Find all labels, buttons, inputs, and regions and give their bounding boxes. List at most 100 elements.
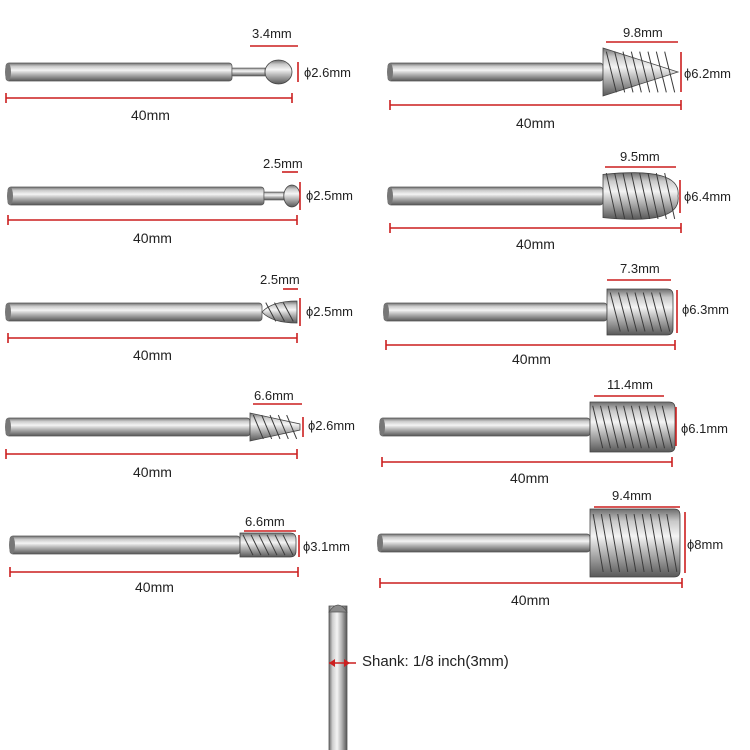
bit-5-flute [265, 302, 277, 322]
bit-2-flute [605, 51, 617, 93]
bit-8-shank [379, 417, 591, 437]
bit-1-shank-end [5, 63, 11, 81]
bit-9-flute [250, 534, 262, 556]
bit-9-diameter: ϕ3.1mm [303, 539, 351, 554]
bit-1-length: 40mm [131, 107, 170, 123]
bit-8-diameter: ϕ6.1mm [681, 421, 729, 436]
bit-8-flute [592, 405, 604, 449]
bit-3-shank-end [7, 187, 13, 205]
bit-10-flute [600, 514, 612, 572]
bit-2-dimension-marks [389, 41, 682, 110]
bit-2-flute [664, 51, 676, 93]
bit-4-flute [664, 172, 676, 220]
bit-5-flute [282, 302, 294, 322]
bit-2-flutes [605, 51, 676, 93]
bit-2-diameter: ϕ6.2mm [684, 66, 732, 81]
bit-2-flute [655, 51, 667, 93]
bit-6-length: 40mm [512, 351, 551, 367]
bit-6-flute [609, 292, 621, 332]
bit-6-head-length: 7.3mm [620, 261, 660, 276]
bit-9-flute [266, 534, 278, 556]
bit-4-length: 40mm [516, 236, 555, 252]
bit-3-dimension-marks [7, 171, 301, 225]
bit-9-flute [282, 534, 294, 556]
bit-10-length: 40mm [511, 592, 550, 608]
bit-8-flute [607, 405, 619, 449]
bit-10-flute [658, 514, 670, 572]
bit-6-shank-end [383, 303, 389, 321]
bit-4-flute [630, 172, 642, 220]
bit-8-head [589, 401, 676, 453]
bit-10 [377, 508, 681, 578]
bit-2-shank-end [387, 63, 393, 81]
bit-7-flute [269, 414, 281, 440]
bit-10-flute [649, 514, 661, 572]
bit-10-shank [377, 533, 591, 553]
bit-8-flute [654, 405, 666, 449]
bit-7-diameter: ϕ2.6mm [308, 418, 356, 433]
bit-2-head-length: 9.8mm [623, 25, 663, 40]
bit-8-flute [615, 405, 627, 449]
bit-8-flute [623, 405, 635, 449]
bit-3-length: 40mm [133, 230, 172, 246]
bit-4-flute [614, 172, 626, 220]
bit-8-flute [630, 405, 642, 449]
vertical-shank [328, 604, 348, 750]
bit-1-shank [5, 62, 233, 82]
bit-4-flute [655, 172, 667, 220]
bit-4-diameter: ϕ6.4mm [684, 189, 732, 204]
bit-1 [5, 59, 293, 85]
bit-9-head [239, 532, 297, 558]
bit-10-flute [641, 514, 653, 572]
bit-7-dimension-marks [5, 403, 304, 459]
bit-4-shank-end [387, 187, 393, 205]
bit-2-flute [639, 51, 651, 93]
bit-7-flute [286, 414, 298, 440]
bit-4 [387, 172, 679, 220]
bit-8-flute [646, 405, 658, 449]
bit-10-flute [633, 514, 645, 572]
bit-1-diameter: ϕ2.6mm [304, 65, 352, 80]
bit-8-dimension-marks [381, 395, 677, 467]
bit-10-head [589, 508, 681, 578]
bit-1-dimension-marks [5, 45, 299, 103]
bit-1-head-length: 3.4mm [252, 26, 292, 41]
bit-7-flute [252, 414, 264, 440]
bit-7-flute [261, 414, 273, 440]
bit-5-flute [274, 302, 285, 322]
bit-3-shank [7, 186, 265, 206]
bit-2-length: 40mm [516, 115, 555, 131]
bit-6-diameter: ϕ6.3mm [682, 302, 730, 317]
shank-size-label: Shank: 1/8 inch(3mm) [362, 653, 509, 670]
bit-10-head-length: 9.4mm [612, 488, 652, 503]
bit-8 [379, 401, 676, 453]
bit-4-shank [387, 186, 604, 206]
vertical-shank-tip [328, 604, 348, 613]
bit-9-shank-end [9, 536, 15, 554]
bit-5-diameter: ϕ2.5mm [306, 304, 354, 319]
bit-2-shank [387, 62, 604, 82]
bit-7-flutes [252, 414, 298, 440]
bit-3-diameter: ϕ2.5mm [306, 188, 354, 203]
bit-4-flute [605, 172, 617, 220]
bit-8-flutes [592, 405, 673, 449]
bit-10-flute [592, 514, 604, 572]
shank-dim-arrow-left [329, 659, 335, 667]
bit-10-flutes [592, 514, 678, 572]
bit-3-head-length: 2.5mm [263, 156, 303, 171]
bit-8-flute [638, 405, 650, 449]
bit-10-diameter: ϕ8mm [687, 537, 724, 552]
bit-6-flute [651, 292, 662, 332]
bit-6-flute [659, 292, 671, 332]
bit-3-head [283, 184, 301, 208]
bit-5-shank-end [5, 303, 11, 321]
bit-9-length: 40mm [135, 579, 174, 595]
bit-9-flute [242, 534, 254, 556]
bit-2-flute [630, 51, 642, 93]
bit-6-flutes [609, 292, 671, 332]
bit-4-flute [622, 172, 634, 220]
bit-9-flute [274, 534, 286, 556]
bit-7-flute [277, 414, 289, 440]
bit-1-neck [231, 67, 266, 77]
